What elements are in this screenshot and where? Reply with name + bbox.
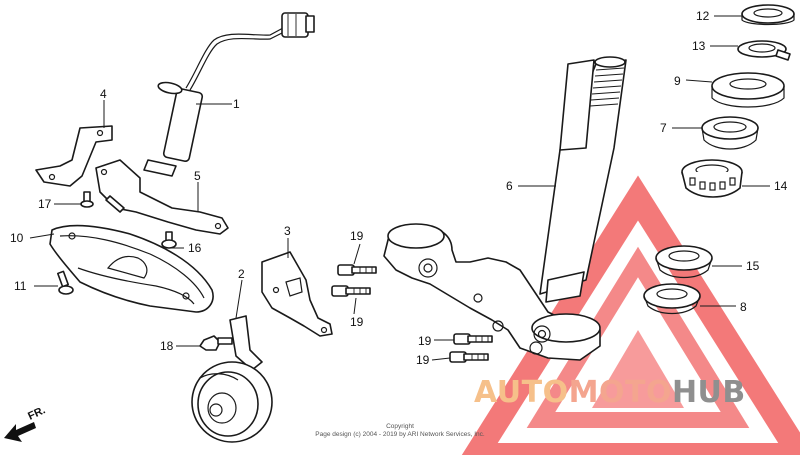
watermark-auto: AUTO (474, 375, 569, 410)
svg-text:AUTOMOTOHUB: AUTOMOTOHUB (474, 375, 746, 410)
callout-4[interactable]: 4 (100, 87, 107, 101)
bearing-race-7 (701, 116, 759, 150)
bracket-5 (95, 159, 229, 235)
bracket-3 (261, 251, 333, 337)
horn-switch-assembly (143, 12, 315, 177)
bolt-16 (161, 231, 177, 249)
front-arrow-icon (4, 422, 36, 442)
callout-19-mid[interactable]: 19 (350, 315, 364, 329)
bolt-11 (56, 270, 74, 295)
watermark-hub: HUB (672, 375, 746, 410)
callout-18[interactable]: 18 (160, 339, 174, 353)
callout-8[interactable]: 8 (740, 300, 747, 314)
callout-6[interactable]: 6 (506, 179, 513, 193)
bearing-15 (655, 245, 713, 279)
callout-11[interactable]: 11 (14, 279, 27, 293)
callout-19-lower-a[interactable]: 19 (418, 334, 432, 348)
locknut-12 (741, 4, 795, 26)
callout-17[interactable]: 17 (38, 197, 52, 211)
callout-15[interactable]: 15 (746, 259, 760, 273)
copyright-line-1: Copyright (386, 423, 414, 430)
bolt-19-mid (331, 285, 371, 297)
callout-19-lower-b[interactable]: 19 (416, 353, 430, 367)
callout-16[interactable]: 16 (188, 241, 202, 255)
bolt-19-upper (337, 264, 377, 276)
copyright-block: Copyright Page design (c) 2004 - 2019 by… (315, 423, 485, 438)
callout-numbers: 1 2 3 4 5 6 7 8 9 10 11 12 13 14 15 16 1… (10, 9, 788, 367)
callout-7[interactable]: 7 (660, 121, 667, 135)
leader-lines (29, 15, 770, 361)
front-label: FR. (26, 404, 47, 422)
bolt-18 (199, 335, 233, 351)
watermark-text: AUTOMOTOHUB (474, 375, 746, 410)
dust-seal-8 (643, 283, 701, 315)
callout-19-upper[interactable]: 19 (350, 229, 364, 243)
bearing-14 (681, 159, 743, 198)
horn-2 (191, 315, 273, 443)
callout-14[interactable]: 14 (774, 179, 788, 193)
adjusting-nut-9 (711, 72, 785, 108)
copyright-line-2: Page design (c) 2004 - 2019 by ARI Netwo… (315, 431, 485, 438)
callout-13[interactable]: 13 (692, 39, 706, 53)
callout-3[interactable]: 3 (284, 224, 291, 238)
callout-1[interactable]: 1 (233, 97, 240, 111)
front-direction-indicator: FR. (4, 404, 47, 442)
bolt-19-lower-b (449, 351, 489, 363)
callout-10[interactable]: 10 (10, 231, 24, 245)
callout-5[interactable]: 5 (194, 169, 201, 183)
callout-12[interactable]: 12 (696, 9, 710, 23)
callout-9[interactable]: 9 (674, 74, 681, 88)
cover-plate-10 (49, 224, 214, 313)
watermark-moto: MOTO (569, 375, 672, 410)
bolt-19-lower-a (453, 333, 493, 345)
bracket-4 (35, 125, 113, 187)
bolt-17 (80, 191, 94, 208)
lock-washer-13 (737, 40, 791, 61)
callout-2[interactable]: 2 (238, 267, 245, 281)
steering-stem-6 (383, 56, 627, 361)
